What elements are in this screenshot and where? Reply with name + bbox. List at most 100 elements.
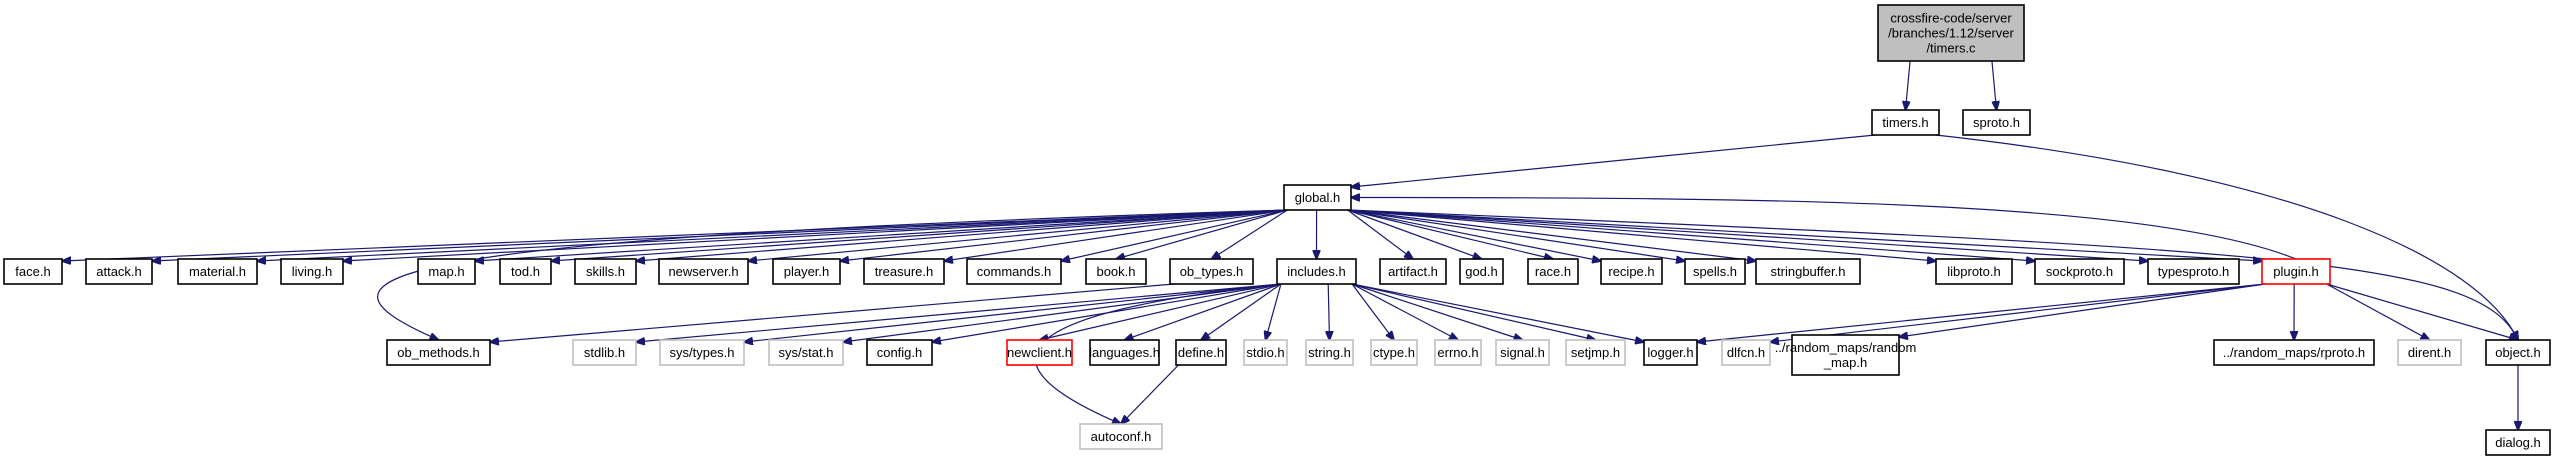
node-race-h[interactable]: race.h <box>1527 258 1579 285</box>
node-label: libproto.h <box>1947 264 2000 279</box>
node-label: stdlib.h <box>584 345 625 360</box>
node-label: includes.h <box>1287 264 1346 279</box>
node-box <box>2485 339 2551 366</box>
node-global-h[interactable]: global.h <box>1283 184 1352 211</box>
edge-includes_h-to-sys_types_h <box>744 283 1282 342</box>
node-label: sys/stat.h <box>779 345 834 360</box>
node-sockproto-h[interactable]: sockproto.h <box>2034 258 2125 285</box>
node-label: ../random_maps/random <box>1775 340 1917 355</box>
node-timers-h[interactable]: timers.h <box>1871 109 1940 136</box>
node-box <box>85 258 153 285</box>
edge-global_h-to-map_h <box>475 209 1288 261</box>
node-typesproto-h[interactable]: typesproto.h <box>2147 258 2240 285</box>
node-living-h[interactable]: living.h <box>280 258 344 285</box>
node-stdio-h: stdio.h <box>1243 339 1288 366</box>
node-newserver-h[interactable]: newserver.h <box>658 258 749 285</box>
node-errno-h: errno.h <box>1434 339 1482 366</box>
edge-global_h-to-ob_types_h <box>1212 209 1288 259</box>
node-book-h[interactable]: book.h <box>1085 258 1147 285</box>
node-label: map.h <box>428 264 464 279</box>
edge-includes_h-to-signal_h <box>1351 283 1522 340</box>
edge-includes_h-to-errno_h <box>1351 283 1458 340</box>
node-label: stdio.h <box>1246 345 1284 360</box>
edge-includes_h-to-newclient_h <box>1040 283 1282 340</box>
node-define-h[interactable]: define.h <box>1175 339 1227 366</box>
node-ob-types-h[interactable]: ob_types.h <box>1169 258 1254 285</box>
node-label: setjmp.h <box>1571 345 1620 360</box>
node-plugin-h[interactable]: plugin.h <box>2261 258 2331 285</box>
node-libproto-h[interactable]: libproto.h <box>1935 258 2013 285</box>
node-sys-stat-h: sys/stat.h <box>768 339 844 366</box>
node-label: book.h <box>1096 264 1135 279</box>
node-label: signal.h <box>1500 345 1545 360</box>
node-rproto-h[interactable]: ../random_maps/rproto.h <box>2213 339 2375 366</box>
node-treasure-h[interactable]: treasure.h <box>863 258 945 285</box>
edge-global_h-to-living_h <box>343 209 1288 261</box>
edge-plugin_h-to-logger_h <box>1697 283 2266 342</box>
node-label: material.h <box>189 264 246 279</box>
node-dlfcn-h: dlfcn.h <box>1721 339 1771 366</box>
edge-global_h-to-stringbuffer_h <box>1347 209 1756 261</box>
node-label: _map.h <box>1823 355 1867 370</box>
edge-global_h-to-face_h <box>62 209 1288 261</box>
edge-global_h-to-libproto_h <box>1347 209 1936 261</box>
node-object-h[interactable]: object.h <box>2485 339 2551 366</box>
node-label: autoconf.h <box>1091 429 1152 444</box>
node-commands-h[interactable]: commands.h <box>966 258 1062 285</box>
node-box <box>386 339 491 366</box>
node-box <box>2147 258 2240 285</box>
edge-global_h-to-sockproto_h <box>1347 209 2035 261</box>
edge-global_h-to-skills_h <box>636 209 1288 261</box>
node-config-h[interactable]: config.h <box>866 339 933 366</box>
edge-ob_types_h-to-ob_methods_h <box>490 283 1175 342</box>
node-box <box>1379 258 1447 285</box>
edge-timers_h-to-object_h <box>1935 134 2518 340</box>
node-material-h[interactable]: material.h <box>177 258 258 285</box>
node-includes-h[interactable]: includes.h <box>1276 258 1357 285</box>
node-label: sys/types.h <box>669 345 734 360</box>
node-box <box>863 258 945 285</box>
node-sys-types-h: sys/types.h <box>659 339 745 366</box>
node-ob-methods-h[interactable]: ob_methods.h <box>386 339 491 366</box>
node-label: newclient.h <box>1007 345 1072 360</box>
node-box <box>2034 258 2125 285</box>
node-label: race.h <box>1535 264 1571 279</box>
node-label: crossfire-code/server <box>1890 11 2012 26</box>
node-artifact-h[interactable]: artifact.h <box>1379 258 1447 285</box>
node-random-map-h[interactable]: ../random_maps/random_map.h <box>1775 334 1917 376</box>
node-tod-h[interactable]: tod.h <box>499 258 552 285</box>
node-skills-h[interactable]: skills.h <box>574 258 637 285</box>
node-box <box>1962 109 2031 136</box>
node-box <box>574 258 637 285</box>
node-stringbuffer-h[interactable]: stringbuffer.h <box>1755 258 1861 285</box>
node-label: tod.h <box>511 264 540 279</box>
edge-global_h-to-commands_h <box>1061 209 1288 261</box>
node-spells-h[interactable]: spells.h <box>1684 258 1746 285</box>
node-god-h[interactable]: god.h <box>1459 258 1504 285</box>
node-attack-h[interactable]: attack.h <box>85 258 153 285</box>
node-box <box>1935 258 2013 285</box>
node-box <box>866 339 933 366</box>
node-logger-h[interactable]: logger.h <box>1643 339 1698 366</box>
node-label: languages.h <box>1089 345 1160 360</box>
node-player-h[interactable]: player.h <box>772 258 841 285</box>
node-box <box>1721 339 1771 366</box>
node-languages-h[interactable]: languages.h <box>1089 339 1160 366</box>
node-newclient-h[interactable]: newclient.h <box>1006 339 1073 366</box>
edge-includes_h-to-stdio_h <box>1266 283 1282 340</box>
node-box <box>2213 339 2375 366</box>
edge-plugin_h-to-dirent_h <box>2326 283 2430 340</box>
node-box <box>1370 339 1418 366</box>
node-label: stringbuffer.h <box>1771 264 1846 279</box>
edge-includes_h-to-logger_h <box>1351 283 1644 342</box>
node-recipe-h[interactable]: recipe.h <box>1600 258 1663 285</box>
node-box <box>1305 339 1354 366</box>
node-dialog-h[interactable]: dialog.h <box>2485 429 2551 456</box>
node-box <box>1283 184 1352 211</box>
node-label: dirent.h <box>2408 345 2451 360</box>
node-sproto-h[interactable]: sproto.h <box>1962 109 2031 136</box>
node-face-h[interactable]: face.h <box>3 258 63 285</box>
node-map-h[interactable]: map.h <box>417 258 476 285</box>
node-box <box>1089 339 1160 366</box>
